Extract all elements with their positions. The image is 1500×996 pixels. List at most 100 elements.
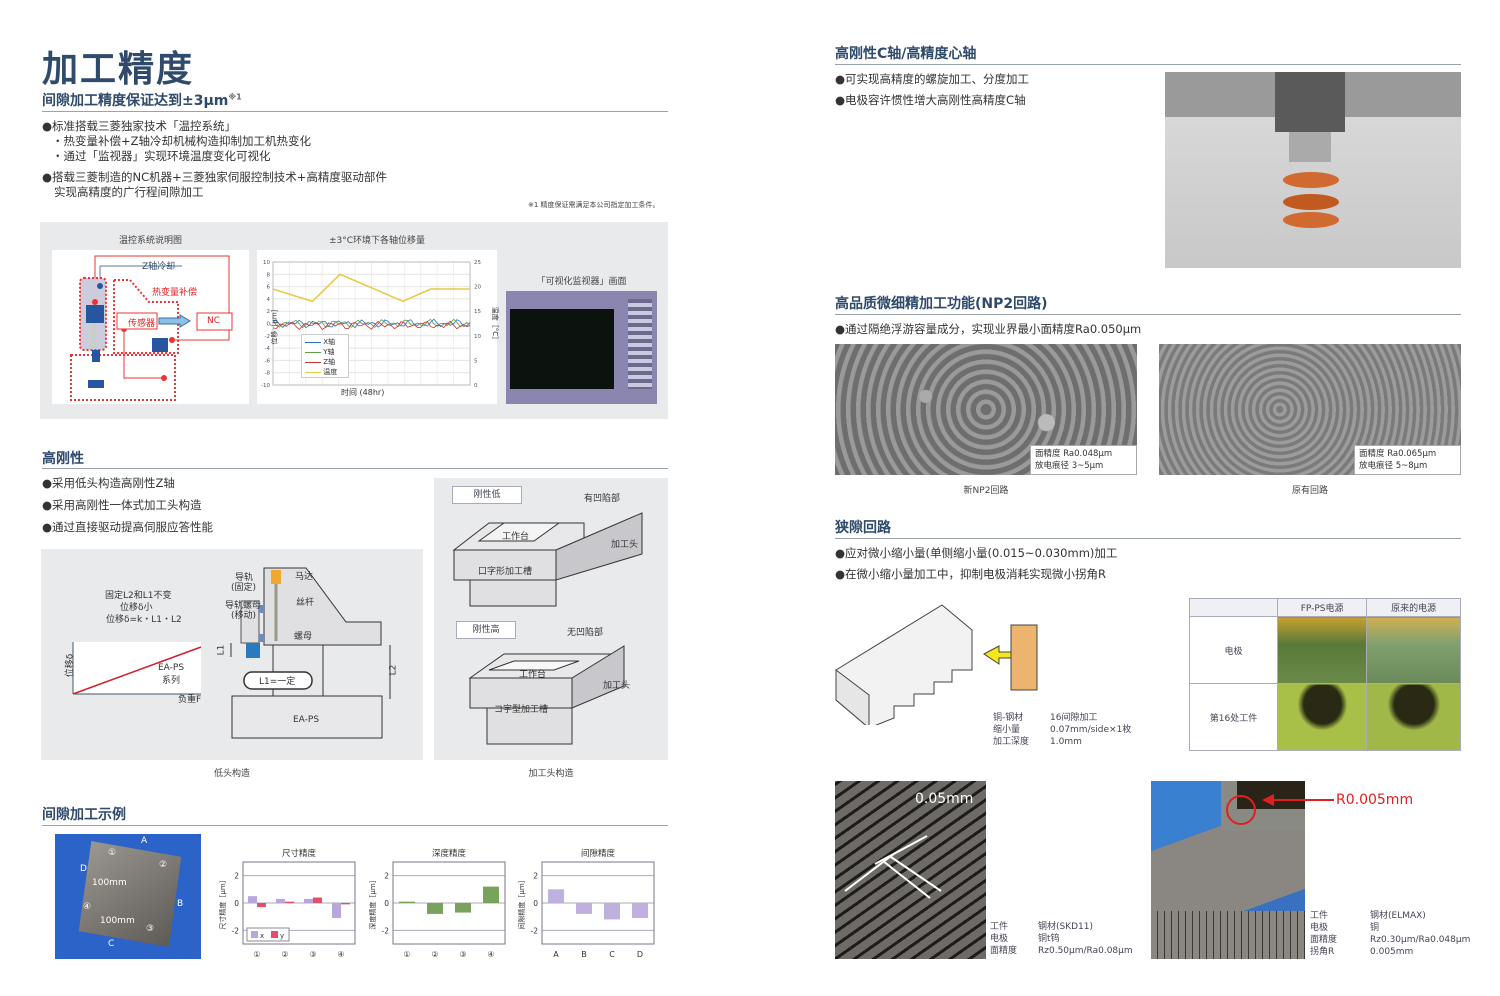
- bullet: ●通过隔绝浮游容量成分，实现业界最小面精度Ra0.050μm: [835, 322, 1142, 336]
- series-label: EA-PS: [158, 663, 185, 673]
- thermal-comp-label: 热变量补偿: [152, 288, 198, 298]
- plot-frame: [242, 861, 356, 945]
- bar-x: [304, 898, 313, 903]
- x-tick-label: ①: [403, 950, 410, 959]
- y2-tick-label: 15: [474, 309, 481, 315]
- low-head-text: 位移δ=k・L1・L2: [106, 615, 182, 625]
- y-tick-label: 2: [234, 872, 239, 881]
- bar-gap: [576, 903, 592, 914]
- surface-spec: 放电痕径 5~8μm: [1359, 461, 1428, 471]
- dimension: 100mm: [92, 878, 127, 888]
- y-axis-label: 尺寸精度［μm］: [218, 876, 227, 929]
- y-tick-label: -2: [382, 926, 390, 935]
- subtitle-text: 间隙加工精度保证达到±3μm: [42, 93, 229, 109]
- y-tick-label: -8: [265, 371, 271, 377]
- bar-y: [285, 901, 294, 903]
- np2-surface-photo: 面精度 Ra0.048μm 放电痕径 3~5μm: [835, 344, 1137, 475]
- legend-label: x: [260, 932, 264, 940]
- power-comparison-table: FP-PS电源原来的电源 电极 第16处工件: [1189, 598, 1461, 751]
- x-tick-label: ④: [487, 950, 494, 959]
- x-tick-label: ①: [253, 950, 260, 959]
- plot-frame: [541, 861, 655, 945]
- y-tick-label: 0: [533, 899, 538, 908]
- subtitle: 间隙加工精度保证达到±3μm※1: [42, 90, 242, 110]
- dimension: 100mm: [100, 916, 135, 926]
- bar-depth: [483, 886, 499, 903]
- footnote: ※1 精度保证需满足本公司指定加工条件。: [528, 201, 660, 209]
- y-tick-label: 2: [533, 872, 538, 881]
- chart-title: 间隙精度: [581, 848, 616, 859]
- point-2: ②: [159, 860, 168, 870]
- bullet: ●通过直接驱动提高伺服应答性能: [42, 520, 214, 534]
- low-head-text: 位移δ小: [120, 603, 153, 613]
- bullet: ●采用低头构造高刚性Z轴: [42, 476, 175, 490]
- y-tick-label: 0: [384, 899, 389, 908]
- y2-tick-label: 0: [474, 383, 478, 389]
- x-tick-label: ②: [431, 950, 438, 959]
- legend-label: y: [280, 932, 284, 940]
- surface-spec: 放电痕径 3~5μm: [1035, 461, 1104, 471]
- series-label: 系列: [162, 676, 181, 686]
- y-tick-label: -2: [265, 334, 270, 340]
- monitor-title: 「可视化监视器」画面: [536, 277, 627, 287]
- head-label: 加工头: [603, 681, 631, 691]
- x-tick-label: C: [609, 950, 615, 959]
- x-axis-label: 时间 (48hr): [341, 388, 385, 397]
- page-title: 加工精度: [42, 49, 195, 90]
- y-tick-label: 10: [263, 260, 270, 266]
- y2-axis-label: 温度［°C］: [491, 306, 500, 344]
- head-structure-caption: 加工头构造: [528, 769, 574, 779]
- bullet: ●应对微小缩小量(单侧缩小量(0.015~0.030mm)加工: [835, 546, 1118, 560]
- y-tick-label: -4: [265, 346, 271, 352]
- y-tick-label: 8: [267, 272, 271, 278]
- narrow-heading: 狭隙回路: [835, 520, 891, 536]
- y-tick-label: -2: [531, 926, 539, 935]
- legend-swatch: [271, 931, 278, 938]
- label-b: B: [177, 899, 184, 909]
- c-axis-photo: [1165, 72, 1461, 268]
- surface-spec: 面精度 Ra0.065μm: [1359, 449, 1437, 459]
- legend-item: Y轴: [305, 347, 345, 357]
- surface-spec: 面精度 Ra0.048μm: [1035, 449, 1113, 459]
- nut-rail-label: (移动): [231, 611, 257, 621]
- low-rigidity-label: 刚性低: [452, 486, 522, 504]
- screw-label: 丝杆: [296, 598, 315, 608]
- legend-item: 温度: [305, 367, 345, 377]
- legend-item: X轴: [305, 337, 345, 347]
- graph-y-label: 位移δ: [65, 653, 76, 678]
- point-1: ①: [108, 848, 117, 858]
- graph-x-label: 负重F: [178, 695, 202, 705]
- rail-label: (固定): [231, 583, 257, 593]
- y-tick-label: -6: [265, 358, 271, 364]
- sensor-label: 传感器: [128, 319, 156, 329]
- head-structure-panel: 刚性低 有凹陷部 工作台 加工头 口字形加工槽 刚性高 无凹陷部 工作台 加工头…: [434, 478, 668, 760]
- motor-label: 马达: [295, 572, 314, 582]
- bar-y: [313, 897, 322, 903]
- l2-label: L2: [388, 664, 399, 676]
- series-line-Y轴: [272, 318, 471, 329]
- rail-label: 导轨: [235, 573, 254, 583]
- bullet: ●电极容许惯性增大高刚性高精度C轴: [835, 93, 1026, 107]
- label-d: D: [80, 864, 87, 874]
- x-tick-label: D: [637, 950, 643, 959]
- dent-label: 有凹陷部: [584, 494, 621, 504]
- bar-depth: [455, 903, 471, 913]
- row-label: 第16处工件: [1189, 683, 1278, 751]
- nut-label: 螺母: [294, 632, 313, 642]
- tank1-label: 口字形加工槽: [478, 567, 533, 577]
- workpiece-photo: A B C D ① ② ③ ④ 100mm 100mm: [55, 834, 201, 959]
- bar-depth: [427, 903, 443, 914]
- original-surface-photo: 面精度 Ra0.065μm 放电痕径 5~8μm: [1159, 344, 1461, 475]
- x-tick-label: ④: [337, 950, 344, 959]
- chart-title: 深度精度: [432, 848, 467, 859]
- point-4: ④: [83, 902, 92, 912]
- diagram-title: 温控系统说明图: [118, 236, 182, 246]
- table-label: 工作台: [519, 670, 547, 680]
